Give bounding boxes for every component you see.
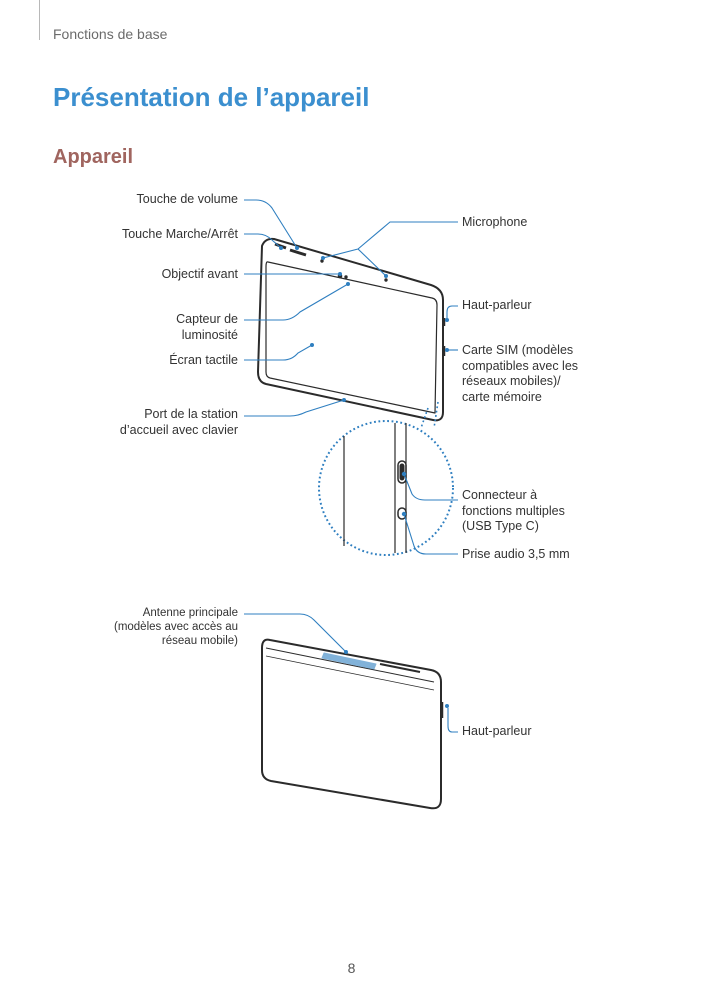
label-light-sensor: Capteur de luminosité bbox=[176, 312, 238, 342]
label-volume-key: Touche de volume bbox=[136, 192, 238, 206]
label-microphone: Microphone bbox=[462, 215, 528, 229]
label-sim-tray: Carte SIM (modèles compatibles avec les … bbox=[462, 343, 579, 404]
front-callout-lines bbox=[244, 199, 458, 555]
label-power-key: Touche Marche/Arrêt bbox=[121, 227, 238, 241]
label-audio-jack: Prise audio 3,5 mm bbox=[462, 547, 570, 561]
zoom-detail bbox=[318, 401, 454, 556]
section-title: Appareil bbox=[53, 146, 134, 168]
label-front-camera: Objectif avant bbox=[161, 267, 238, 281]
page-title: Présentation de l’appareil bbox=[53, 82, 370, 112]
label-multi-connector: Connecteur à fonctions multiples (USB Ty… bbox=[462, 488, 565, 533]
back-callout-dots bbox=[344, 650, 449, 708]
label-touchscreen: Écran tactile bbox=[169, 353, 238, 367]
label-dock-port: Port de la station d’accueil avec clavie… bbox=[119, 407, 238, 437]
page-number: 8 bbox=[347, 960, 356, 976]
tablet-front bbox=[257, 237, 446, 422]
front-callout-dots bbox=[279, 246, 449, 517]
label-back-speaker: Haut-parleur bbox=[462, 724, 532, 738]
label-speaker: Haut-parleur bbox=[462, 298, 532, 312]
label-main-antenna: Antenne principale (modèles avec accès a… bbox=[113, 607, 238, 647]
running-head: Fonctions de base bbox=[53, 26, 168, 42]
side-rule bbox=[39, 0, 40, 40]
tablet-back bbox=[261, 638, 444, 810]
back-callout-lines bbox=[244, 613, 458, 733]
